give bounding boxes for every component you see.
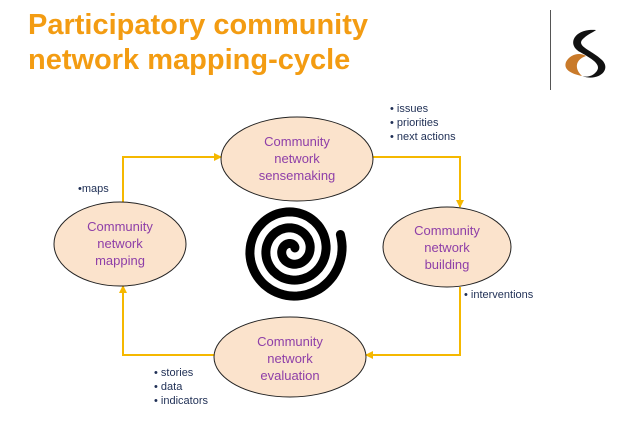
note-next-actions: • next actions [390,131,456,143]
node-label: Community [257,334,323,349]
note-data: • data [154,381,183,393]
note-indicators: • indicators [154,395,208,407]
arrow-building-to-evaluation [365,287,461,359]
spiral-icon [245,207,347,301]
node-label: network [274,151,320,166]
node-sensemaking: Community network sensemaking [220,116,374,202]
node-label: Community [87,219,153,234]
arrow-mapping-to-sensemaking [122,153,222,202]
note-interventions: • interventions [464,289,534,301]
node-label: building [425,257,470,272]
title-line-2: network mapping-cycle [28,44,351,76]
node-label: network [267,351,313,366]
node-label: evaluation [260,368,319,383]
node-label: Community [264,134,330,149]
node-building: Community network building [382,206,512,288]
node-label: network [424,240,470,255]
node-mapping: Community network mapping [53,201,187,287]
title-line-1: Participatory community [28,9,369,41]
arrow-evaluation-to-mapping [119,285,214,356]
note-stories: • stories [154,367,194,379]
note-priorities: • priorities [390,117,439,129]
node-evaluation: Community network evaluation [213,316,367,398]
node-label: network [97,236,143,251]
slide-title: Participatory community network mapping-… [28,8,368,78]
divider [550,10,551,90]
note-issues: • issues [390,103,429,115]
node-label: sensemaking [259,168,336,183]
node-label: mapping [95,253,145,268]
arrow-sensemaking-to-building [372,156,464,208]
note-maps: •maps [78,183,109,195]
s-swoosh-logo [565,29,606,78]
node-label: Community [414,223,480,238]
